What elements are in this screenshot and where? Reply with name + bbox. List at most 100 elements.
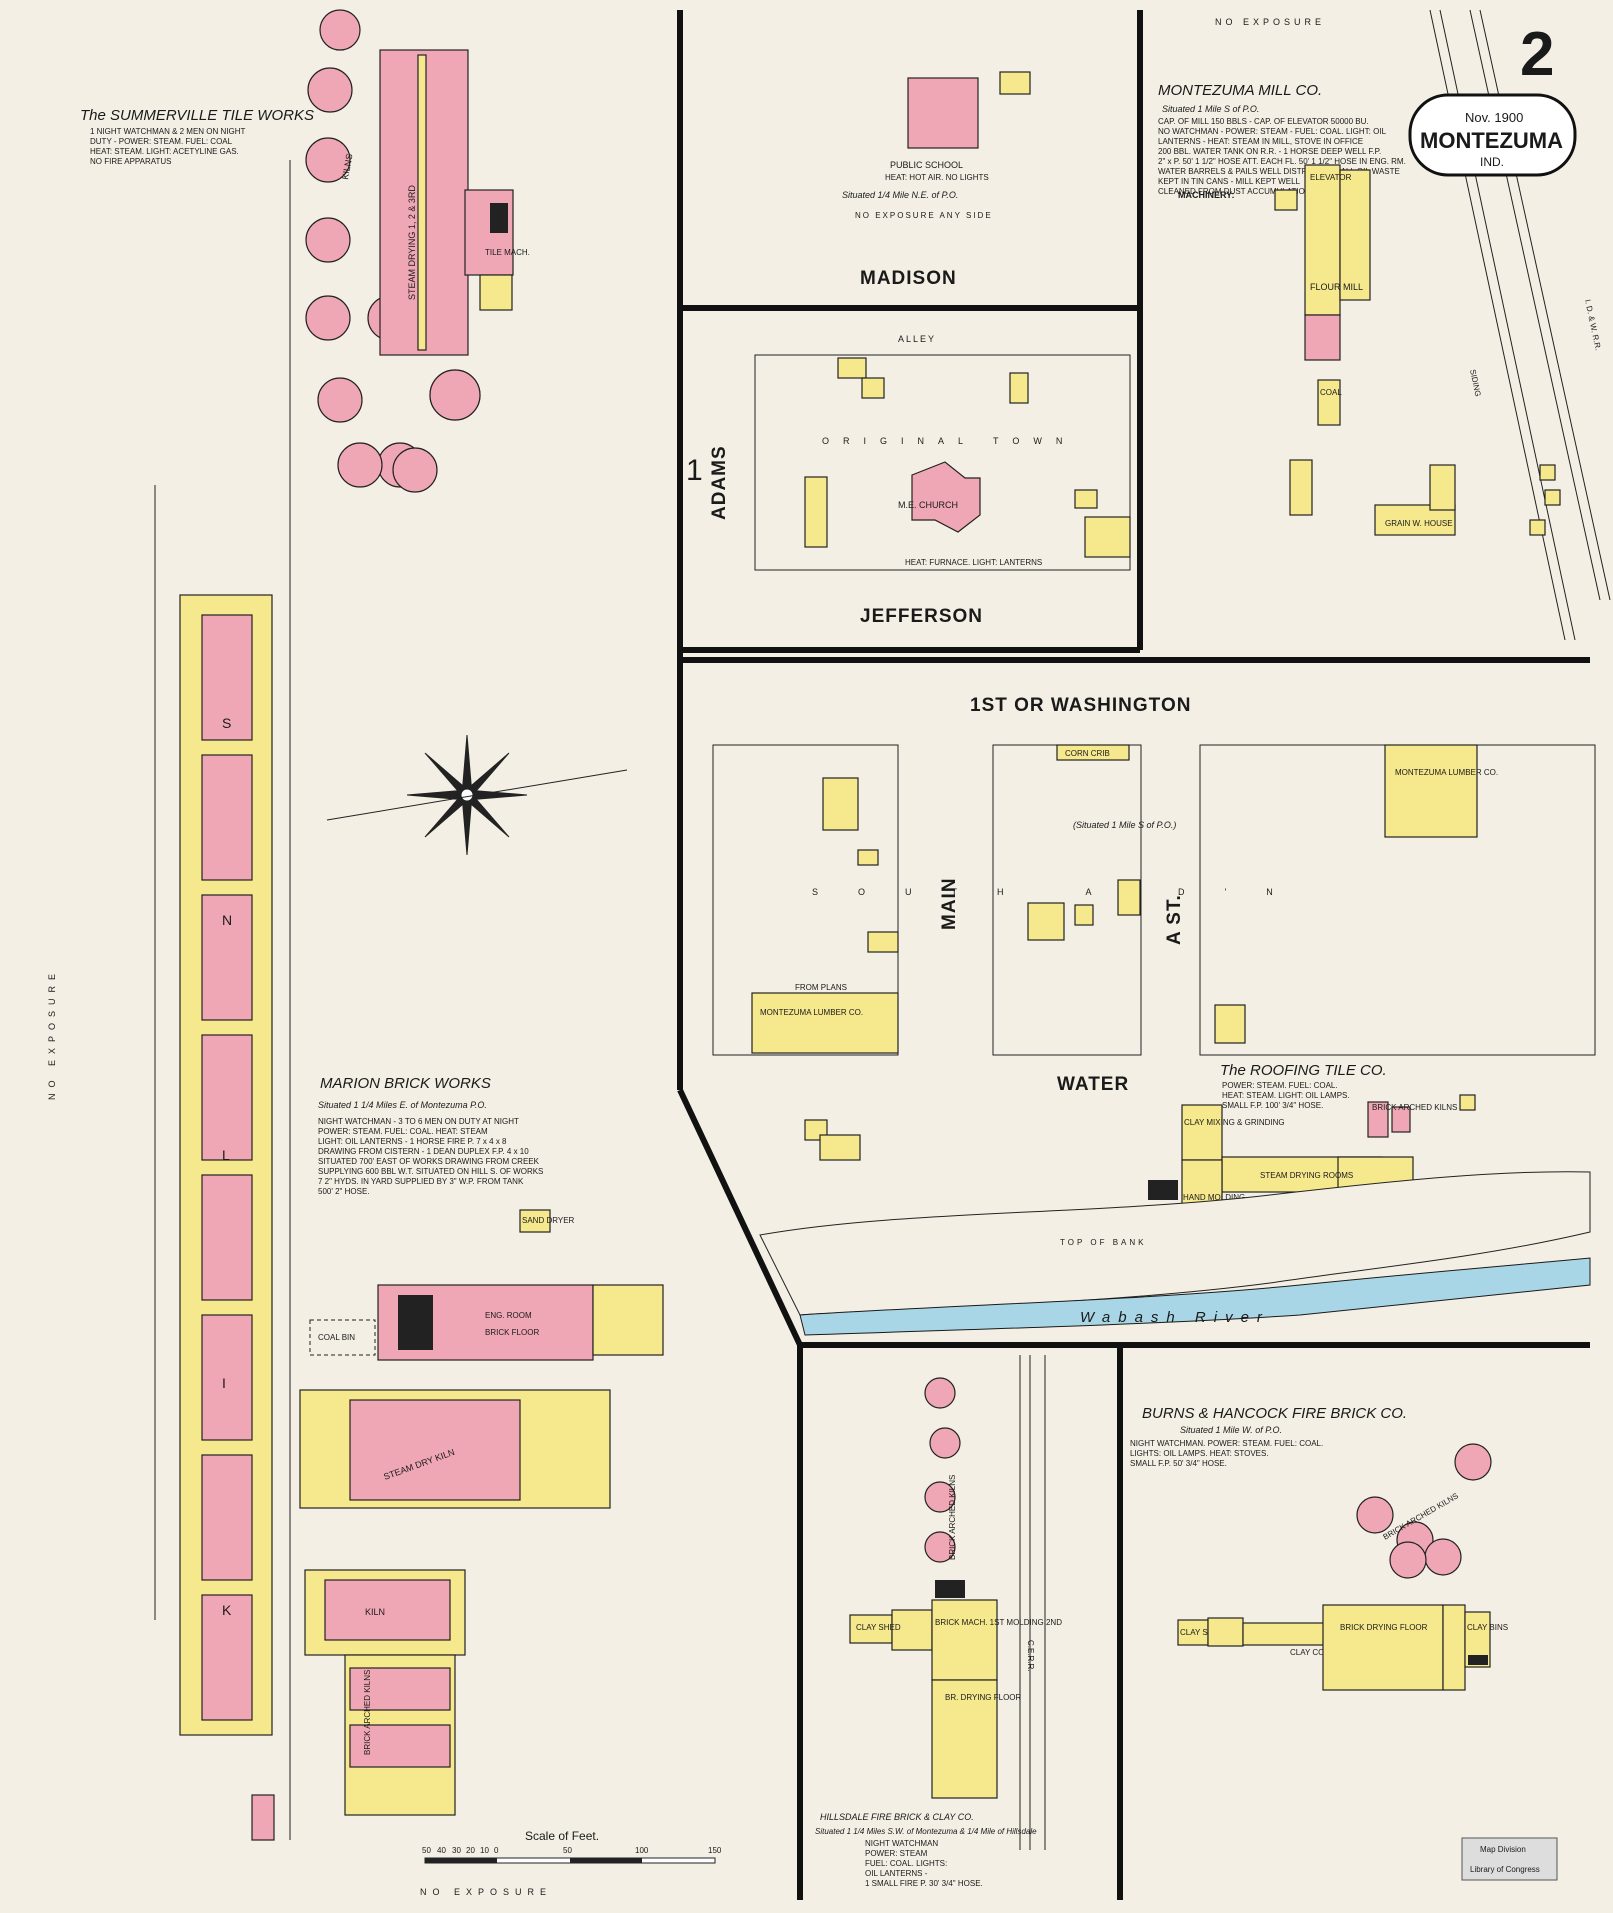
hillsdale-clay-shed: CLAY SHED	[856, 1623, 901, 1632]
bottom-exposure: NO EXPOSURE	[420, 1887, 552, 1897]
mill-title: MONTEZUMA MILL CO.	[1158, 82, 1322, 99]
kiln-label: KILN	[365, 1607, 385, 1617]
scale-tick-100: 100	[635, 1846, 649, 1855]
marion-note-4: DRAWING FROM CISTERN - 1 DEAN DUPLEX F.P…	[318, 1147, 529, 1156]
flour-mill-label: FLOUR MILL	[1310, 282, 1363, 292]
burns-note-1: NIGHT WATCHMAN. POWER: STEAM. FUEL: COAL…	[1130, 1439, 1323, 1448]
street-adams: ADAMS	[709, 445, 730, 520]
summerville-kilns-label: KILNS	[340, 153, 354, 180]
stamp-line-1: Map Division	[1480, 1845, 1526, 1854]
burns-note-3: SMALL F.P. 50' 3/4" HOSE.	[1130, 1459, 1227, 1468]
marion-note-7: 7 2" HYDS. IN YARD SUPPLIED BY 3" W.P. F…	[318, 1177, 524, 1186]
summerville-tile-works: The SUMMERVILLE TILE WORKS 1 NIGHT WATCH…	[80, 9, 530, 493]
burns-hancock-brick: BURNS & HANCOCK FIRE BRICK CO. Situated …	[1130, 1405, 1508, 1691]
mill-note-3: LANTERNS - HEAT: STEAM IN MILL, STOVE IN…	[1158, 137, 1363, 146]
church-note: HEAT: FURNACE. LIGHT: LANTERNS	[905, 558, 1042, 567]
steam-drying-rooms-label: STEAM DRYING ROOMS	[1260, 1171, 1353, 1180]
street-main: MAIN	[939, 877, 960, 930]
me-church-label: M.E. CHURCH	[898, 500, 958, 510]
street-washington: 1ST OR WASHINGTON	[970, 695, 1191, 716]
marion-note-3: LIGHT: OIL LANTERNS - 1 HORSE FIRE P. 7 …	[318, 1137, 507, 1146]
alley-label: ALLEY	[898, 334, 936, 344]
lumber2-label: MONTEZUMA LUMBER CO.	[1395, 768, 1498, 777]
school-location-note: Situated 1/4 Mile N.E. of P.O.	[842, 190, 958, 200]
kiln-letter-k: K	[222, 1602, 232, 1618]
mill-note-2: NO WATCHMAN - POWER: STEAM - FUEL: COAL.…	[1158, 127, 1387, 136]
roofing-note-2: HEAT: STEAM. LIGHT: OIL LAMPS.	[1222, 1091, 1350, 1100]
sheet-number: 2	[1520, 20, 1554, 89]
scale-tick-30: 30	[452, 1846, 461, 1855]
kiln-letter-l: L	[222, 1147, 230, 1163]
hillsdale-brick-mach-label: BRICK MACH. 1ST MOLDING 2ND	[935, 1618, 1062, 1627]
hillsdale-note-3: FUEL: COAL. LIGHTS:	[865, 1859, 947, 1868]
coal-bin-label: COAL BIN	[318, 1333, 355, 1342]
cerr-label: C.E.R.R.	[1026, 1640, 1035, 1672]
hillsdale-note-4: OIL LANTERNS -	[865, 1869, 928, 1878]
burns-title: BURNS & HANCOCK FIRE BRICK CO.	[1142, 1405, 1407, 1422]
mill-note-6: WATER BARRELS & PAILS WELL DISTRIBUTED. …	[1158, 167, 1400, 176]
school-heat-label: HEAT: HOT AIR. NO LIGHTS	[885, 173, 989, 182]
street-jefferson: JEFFERSON	[860, 606, 983, 627]
wabash-river: Wabash River TOP OF BANK	[759, 1171, 1591, 1336]
scale-tick-0: 0	[494, 1846, 499, 1855]
summerville-note-4: NO FIRE APPARATUS	[90, 157, 172, 166]
header-date: Nov. 1900	[1465, 110, 1523, 125]
mill-note-4: 200 BBL. WATER TANK ON R.R. - 1 HORSE DE…	[1158, 147, 1381, 156]
scale-tick-20: 20	[466, 1846, 475, 1855]
roofing-title: The ROOFING TILE CO.	[1220, 1062, 1387, 1079]
stamp-line-2: Library of Congress	[1470, 1865, 1540, 1874]
from-plans-label: FROM PLANS	[795, 983, 847, 992]
hillsdale-subtitle: Situated 1 1/4 Miles S.W. of Montezuma &…	[815, 1827, 1037, 1836]
tile-mach-label: TILE MACH.	[485, 248, 530, 257]
mill-note-7: KEPT IN TIN CANS - MILL KEPT WELL	[1158, 177, 1301, 186]
south-addn-label: SOUTH ADD'N	[812, 887, 1313, 897]
hillsdale-kilns-label: BRICK ARCHED KILNS	[948, 1475, 957, 1560]
top-exposure: NO EXPOSURE	[1215, 17, 1325, 27]
marion-subtitle: Situated 1 1/4 Miles E. of Montezuma P.O…	[318, 1100, 487, 1110]
roofing-note-1: POWER: STEAM. FUEL: COAL.	[1222, 1081, 1338, 1090]
public-school-block: PUBLIC SCHOOL HEAT: HOT AIR. NO LIGHTS S…	[842, 71, 1031, 289]
header-town: MONTEZUMA	[1420, 128, 1563, 153]
kiln-letter-n: N	[222, 912, 232, 928]
marion-brick-arched-label: BRICK ARCHED KILNS	[363, 1670, 372, 1755]
burns-subtitle: Situated 1 Mile W. of P.O.	[1180, 1425, 1282, 1435]
sheet-dividers	[677, 10, 1590, 1900]
clay-mixing-label: CLAY MIXING & GRINDING	[1184, 1118, 1285, 1127]
marion-title: MARION BRICK WORKS	[320, 1075, 491, 1092]
scale-tick-50l: 50	[422, 1846, 431, 1855]
hillsdale-brick: BRICK ARCHED KILNS BRICK MACH. 1ST MOLDI…	[815, 1355, 1062, 1888]
street-madison: MADISON	[860, 268, 957, 289]
hillsdale-note-5: 1 SMALL FIRE P. 30' 3/4" HOSE.	[865, 1879, 983, 1888]
public-school-label: PUBLIC SCHOOL	[890, 160, 963, 170]
scale-tick-150: 150	[708, 1846, 722, 1855]
elevator-label: ELEVATOR	[1310, 173, 1352, 182]
mill-coal-label: COAL	[1320, 388, 1342, 397]
river-label: Wabash River	[1080, 1309, 1270, 1326]
lumber1-label: MONTEZUMA LUMBER CO.	[760, 1008, 863, 1017]
br-drying-floor-label: BR. DRYING FLOOR	[945, 1693, 1022, 1702]
mill-subtitle: Situated 1 Mile S of P.O.	[1162, 104, 1259, 114]
kiln-letter-s: S	[222, 715, 231, 731]
roofing-kilns-label: BRICK ARCHED KILNS	[1372, 1103, 1457, 1112]
mill-note-1: CAP. OF MILL 150 BBLS - CAP. OF ELEVATOR…	[1158, 117, 1369, 126]
library-stamp: Map Division Library of Congress	[1461, 1837, 1558, 1881]
roofing-note-3: SMALL F.P. 100' 3/4" HOSE.	[1222, 1101, 1323, 1110]
hillsdale-note-1: NIGHT WATCHMAN	[865, 1839, 938, 1848]
school-exposure: NO EXPOSURE ANY SIDE	[855, 211, 993, 220]
scale-tick-10: 10	[480, 1846, 489, 1855]
summerville-title: The SUMMERVILLE TILE WORKS	[80, 107, 314, 124]
marion-note-8: 500' 2" HOSE.	[318, 1187, 370, 1196]
grain-house-label: GRAIN W. HOUSE	[1385, 519, 1453, 528]
machinery-title: MACHINERY:	[1178, 190, 1235, 200]
marion-note-5: SITUATED 700' EAST OF WORKS DRAWING FROM…	[318, 1157, 540, 1166]
hand-molding-label: HAND MOLDING	[1183, 1193, 1245, 1202]
brick-drying-floor-label: BRICK DRYING FLOOR	[1340, 1623, 1428, 1632]
summerville-note-3: HEAT: STEAM. LIGHT: ACETYLINE GAS.	[90, 147, 239, 156]
hillsdale-note-2: POWER: STEAM	[865, 1849, 928, 1858]
eng-room-label: ENG. ROOM	[485, 1311, 532, 1320]
burns-clay-shed: CLAY SHED	[1180, 1628, 1225, 1637]
kiln-letter-i: I	[222, 1375, 226, 1391]
siding-label: SIDING	[1468, 369, 1483, 398]
block-number: 1	[686, 454, 703, 487]
